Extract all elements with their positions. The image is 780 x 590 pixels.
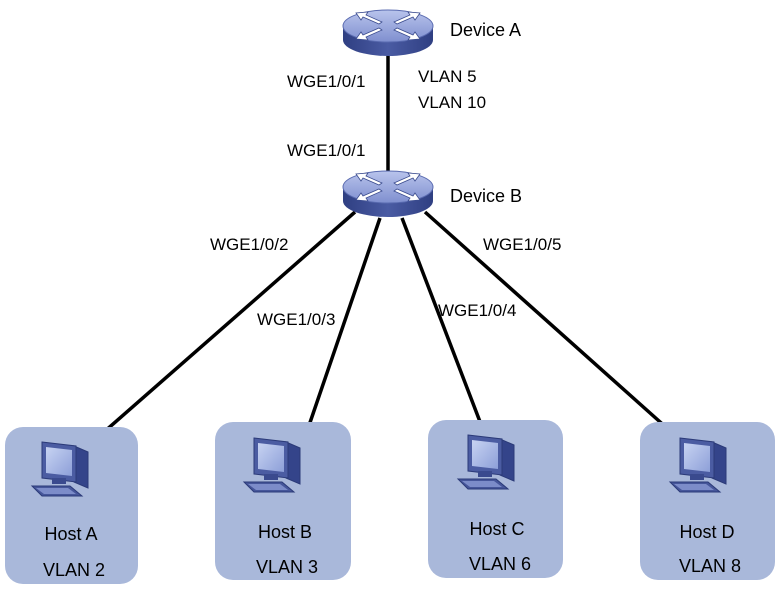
host-c-vlan: VLAN 6 xyxy=(469,554,531,574)
host-b-name: Host B xyxy=(258,522,312,542)
device-a-port-label: WGE1/0/1 xyxy=(287,72,365,91)
host-box-d xyxy=(640,422,775,580)
host-a-vlan: VLAN 2 xyxy=(43,560,105,580)
host-box-c xyxy=(428,420,563,578)
device-b-uplink-port-label: WGE1/0/1 xyxy=(287,141,365,160)
device-b-switch-icon xyxy=(342,170,434,218)
host-a-name: Host A xyxy=(44,524,97,544)
host-box-a xyxy=(5,427,138,584)
port-label-wge1-0-5: WGE1/0/5 xyxy=(483,235,561,254)
link-b-host-a xyxy=(86,210,357,448)
host-c-name: Host C xyxy=(469,519,524,539)
link-b-host-d xyxy=(423,210,689,448)
device-a-label: Device A xyxy=(450,20,521,40)
host-b-vlan: VLAN 3 xyxy=(256,557,318,577)
port-label-wge1-0-2: WGE1/0/2 xyxy=(210,235,288,254)
host-box-b xyxy=(215,422,351,580)
host-d-vlan: VLAN 8 xyxy=(679,556,741,576)
port-label-wge1-0-3: WGE1/0/3 xyxy=(257,310,335,329)
link-b-host-c xyxy=(400,217,489,441)
link-b-host-b xyxy=(301,217,382,444)
device-b-label: Device B xyxy=(450,186,522,206)
uplink-vlan-label-1: VLAN 5 xyxy=(418,67,477,86)
port-label-wge1-0-4: WGE1/0/4 xyxy=(438,301,516,320)
device-a-switch-icon xyxy=(342,9,434,57)
host-d-name: Host D xyxy=(679,522,734,542)
uplink-vlan-label-2: VLAN 10 xyxy=(418,93,486,112)
